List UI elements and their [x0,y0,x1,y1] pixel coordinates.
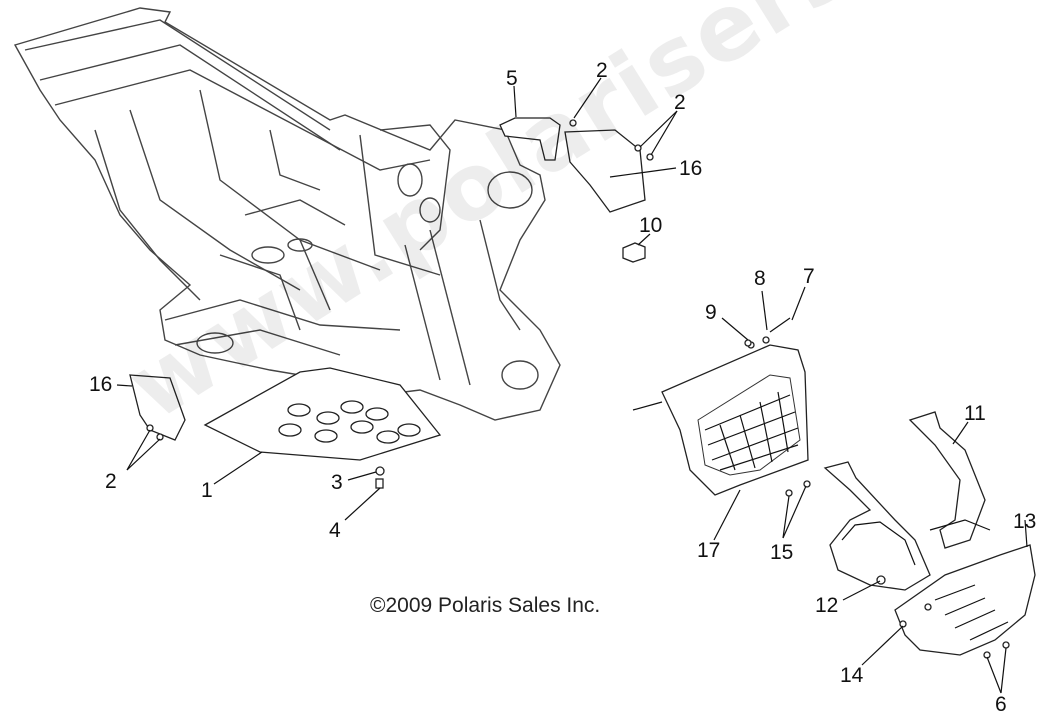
leader-lines [116,77,1028,694]
block-part-10 [622,242,646,263]
callout-11: 11 [964,402,986,425]
callout-1: 1 [201,479,213,502]
vehicle-frame [13,7,561,421]
callout-16: 16 [89,373,113,396]
callout-16: 16 [679,157,703,180]
fastener-part-3 [375,466,385,476]
callout-13: 13 [1013,510,1037,533]
callout-12: 12 [815,594,839,617]
callout-5: 5 [506,67,518,90]
callout-17: 17 [697,539,721,562]
callout-4: 4 [329,519,341,542]
bumper-part-11 [823,411,991,591]
skid-plate-part-1 [203,367,442,461]
lower-skid-part-13 [876,544,1036,659]
callout-2: 2 [674,91,686,114]
bracket-part-5 [499,117,561,161]
callout-15: 15 [770,541,794,564]
grille-part-17 [632,317,811,497]
callout-10: 10 [639,214,663,237]
callout-14: 14 [840,664,864,687]
side-panel-part-16-right [564,119,654,213]
callout-7: 7 [803,265,815,288]
callout-6: 6 [995,693,1007,716]
callout-2: 2 [596,59,608,82]
callout-2: 2 [105,470,117,493]
callout-3: 3 [331,471,343,494]
copyright-notice: ©2009 Polaris Sales Inc. [370,594,601,617]
side-panel-part-16-left [129,374,186,441]
callout-8: 8 [754,267,766,290]
callout-9: 9 [705,301,717,324]
